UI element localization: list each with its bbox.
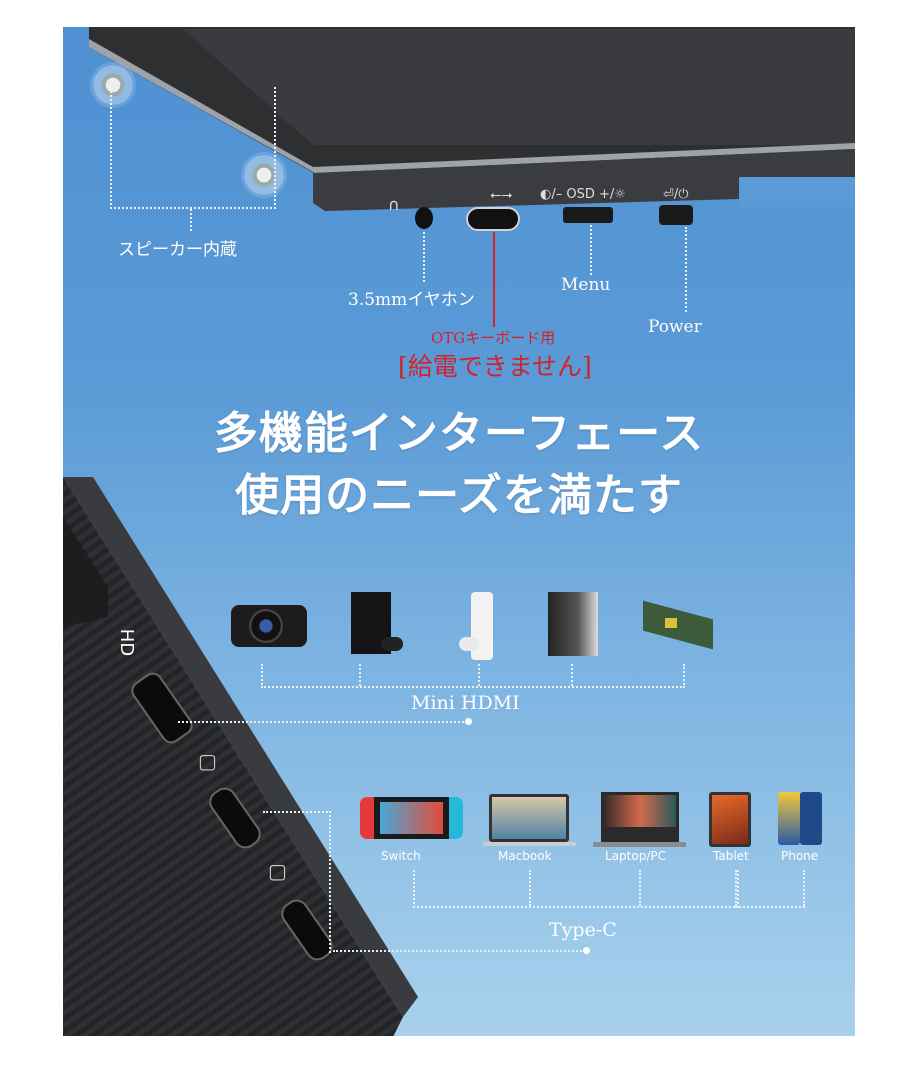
menu-connector [590,225,592,275]
otg-note: OTGキーボード用 [431,329,556,347]
speaker-label: スピーカー内蔵 [118,240,237,260]
display-icon-2: ▢ [268,859,287,883]
switch-icon [360,797,463,839]
macbook-icon [483,794,576,846]
speaker-connector [110,87,276,209]
macbook-label: Macbook [498,849,552,863]
usb-icon: ⭠⭢ [490,187,513,203]
mini-hdmi-connector [261,664,685,688]
laptop-pc-label: Laptop/PC [605,849,666,863]
hdmi-tick-3 [478,664,480,686]
hdmi-tick-2 [359,664,361,686]
hdmi-connector-dot [465,718,472,725]
typec-tick-4 [735,870,737,906]
power-icon: ⏎/⏻ [663,187,689,202]
earphone-connector [423,232,425,282]
laptop-icon [593,792,686,847]
circuit-board-icon [643,600,718,650]
type-c-label: Type-C [549,919,617,941]
usb-c-port [466,207,520,231]
phone-icon [778,792,824,847]
menu-label: Menu [561,275,611,295]
typec-tick-2 [529,870,531,906]
switch-label: Switch [381,849,421,863]
power-label: Power [648,317,702,337]
tablet-icon [709,792,751,847]
osd-icon: ◐/– OSD +/☼ [540,187,626,202]
desktop-tower-icon [548,592,598,657]
monitor-top-edge [89,27,855,211]
no-power-warning: [給電できません] [398,352,592,381]
typec-connector-dot [583,947,590,954]
game-console-icon-2 [459,592,503,660]
osd-menu-rocker[interactable] [563,207,613,223]
power-button[interactable] [659,205,693,225]
headphone-icon: ∩ [388,195,400,214]
earphone-label: 3.5mmイヤホン [348,290,475,310]
hdmi-tick-4 [571,664,573,686]
display-icon-1: ▢ [198,749,217,773]
product-image-panel: スピーカー内蔵 ∩ 3.5mmイヤホン ⭠⭢ OTGキーボード用 [給電できませ… [63,27,855,1036]
typec-tick-5 [803,870,805,906]
type-c-connector [413,870,739,908]
typec-tick-3 [639,870,641,906]
typec-tick-5-bottom [735,906,805,908]
headline-line-1: 多機能インターフェース [213,408,705,459]
phone-label: Phone [781,849,819,863]
type-c-port-connector-bottom [333,950,585,952]
headline-line-2: 使用のニーズを満たす [235,470,683,521]
speaker-left-icon [90,62,136,108]
tablet-label: Tablet [713,849,749,863]
mini-hdmi-label: Mini HDMI [411,692,520,714]
camera-icon [231,597,307,647]
speaker-right-icon [241,152,287,198]
game-console-icon [351,592,403,657]
hdmi-port-connector [178,721,468,723]
earphone-jack [415,207,433,229]
power-connector [685,227,687,312]
hd-port-label: HD [116,628,138,657]
speaker-connector-stem [190,209,192,231]
type-c-port-connector [263,811,331,953]
otg-connector-red [493,232,495,327]
